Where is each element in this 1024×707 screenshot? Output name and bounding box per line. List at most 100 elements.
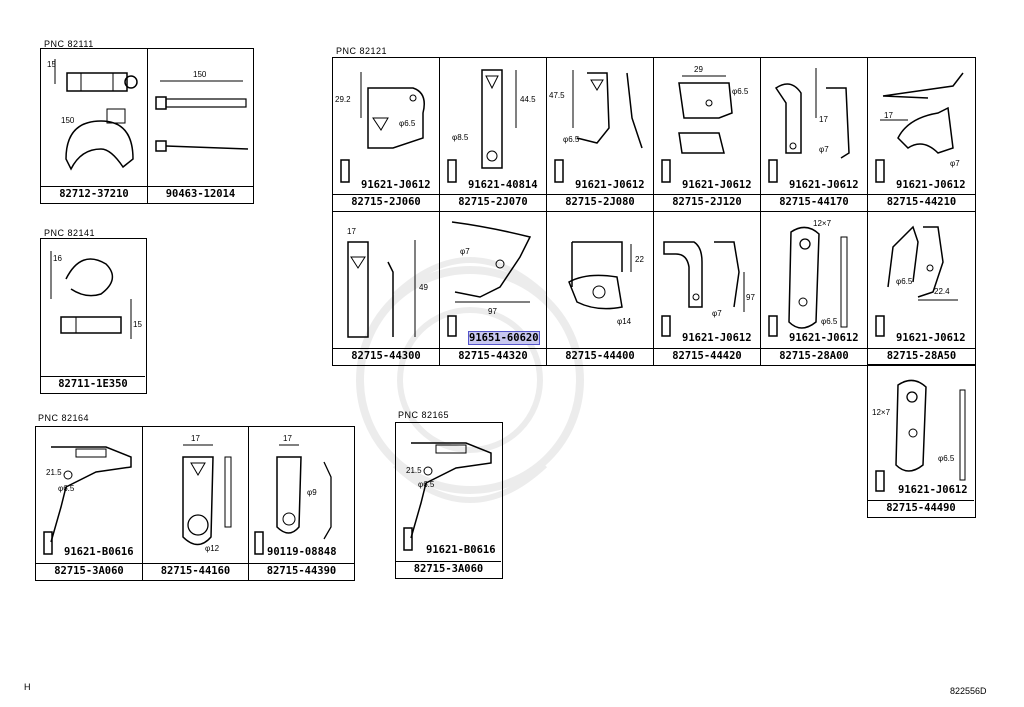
part-number: 82715-28A50 (868, 348, 975, 365)
dim-text: 150 (61, 116, 75, 125)
dim-text: 17 (283, 434, 292, 443)
bolt-number: 91621-B0616 (426, 544, 496, 556)
clip-drawing: 150 15 (47, 59, 138, 171)
part-cell[interactable]: 12×7 φ6.5 91621-J0612 82715-28A00 (761, 212, 868, 365)
part-cell[interactable]: 17 φ9 90119-08848 82715-44390 (249, 427, 354, 580)
bolt-number: 91621-J0612 (896, 179, 966, 191)
group-82164: 21.5 φ6.5 91621-B0616 82715-3A060 17 φ12… (35, 426, 355, 581)
part-cell[interactable]: 21.5 φ6.5 91621-B0616 82715-3A060 (36, 427, 143, 580)
dim-text: 29.2 (335, 95, 351, 104)
part-number: 82712-37210 (41, 186, 147, 203)
part-number: 82715-44160 (143, 563, 248, 580)
part-cell[interactable]: 17 φ7 91621-J0612 82715-44210 (868, 58, 975, 212)
dim-text: φ6.5 (563, 135, 580, 144)
dim-text: 15 (47, 60, 56, 69)
part-number: 82715-44320 (440, 348, 546, 365)
bolt-number: 91621-J0612 (898, 484, 968, 496)
part-number: 82715-3A060 (36, 563, 142, 580)
dim-text: φ6.5 (732, 87, 749, 96)
part-cell[interactable]: 16 15 82711-1E350 (41, 239, 145, 393)
dim-text: 44.5 (520, 95, 536, 104)
dim-text: φ6.5 (938, 454, 955, 463)
dim-text: 97 (746, 293, 755, 302)
part-number: 82715-44210 (868, 194, 975, 211)
bracket-drawing: 21.5 φ6.5 (403, 442, 492, 551)
dim-text: 49 (419, 283, 428, 292)
dim-text: φ9 (307, 488, 317, 497)
dim-text: 21.5 (46, 468, 62, 477)
dim-text: 150 (193, 70, 207, 79)
part-number: 82715-44170 (761, 194, 867, 211)
dim-text: 17 (347, 227, 356, 236)
part-cell[interactable]: 29 φ6.5 91621-J0612 82715-2J120 (654, 58, 761, 212)
part-number: 82715-3A060 (396, 561, 501, 578)
part-number: 82715-44390 (249, 563, 354, 580)
part-cell[interactable]: 47.5 φ6.5 91621-J0612 82715-2J080 (547, 58, 654, 212)
dim-text: 29 (694, 65, 703, 74)
pnc-label: PNC 82164 (38, 413, 90, 423)
part-number: 82715-44400 (547, 348, 653, 365)
part-number: 82715-44420 (654, 348, 760, 365)
part-cell[interactable]: φ6.5 22.4 91621-J0612 82715-28A50 (868, 212, 975, 365)
part-number: 82711-1E350 (41, 376, 145, 393)
bolt-number: 91621-J0612 (789, 332, 859, 344)
part-number: 82715-2J120 (654, 194, 760, 211)
part-number: 82715-2J060 (333, 194, 439, 211)
group-82111: 150 15 82712-37210 150 90463-12014 (40, 48, 254, 204)
bracket-drawing: 17 φ9 (254, 434, 332, 555)
pnc-label: PNC 82111 (44, 39, 94, 49)
bolt-number: 90119-08848 (267, 546, 337, 558)
part-cell[interactable]: 17 φ12 82715-44160 (143, 427, 249, 580)
part-cell[interactable]: 22 φ14 82715-44400 (547, 212, 654, 365)
dim-text: 22.4 (934, 287, 950, 296)
dim-text: φ7 (460, 247, 470, 256)
dim-text: 21.5 (406, 466, 422, 475)
group-82165: 21.5 φ6.5 91621-B0616 82715-3A060 (395, 422, 503, 579)
dim-text: 47.5 (549, 91, 565, 100)
dim-text: φ12 (205, 544, 220, 553)
bolt-number: 91621-40814 (468, 179, 538, 191)
dim-text: φ7 (712, 309, 722, 318)
pnc-label: PNC 82141 (44, 228, 96, 238)
bolt-number: 91621-J0612 (896, 332, 966, 344)
part-number: 90463-12014 (148, 186, 253, 203)
part-cell[interactable]: 150 15 82712-37210 (41, 49, 148, 203)
dim-text: 12×7 (813, 219, 832, 228)
bolt-number: 91621-J0612 (575, 179, 645, 191)
bracket-drawing: 17 φ12 (182, 434, 232, 553)
part-cell[interactable]: 21.5 φ6.5 91621-B0616 82715-3A060 (396, 423, 501, 578)
pnc-label: PNC 82121 (336, 46, 388, 56)
bolt-number: 91621-J0612 (789, 179, 859, 191)
dim-text: 22 (635, 255, 644, 264)
dim-text: 16 (53, 254, 62, 263)
part-number: 82715-2J070 (440, 194, 546, 211)
corner-right-label: 822556D (950, 686, 987, 696)
dim-text: φ6.5 (896, 277, 913, 286)
dim-text: 15 (133, 320, 142, 329)
part-cell[interactable]: 150 90463-12014 (148, 49, 253, 203)
bolt-number: 91621-J0612 (361, 179, 431, 191)
part-cell[interactable]: φ7 97 91621-J0612 82715-44420 (654, 212, 761, 365)
bolt-number: 91621-J0612 (682, 332, 752, 344)
dim-text: 17 (819, 115, 828, 124)
dim-text: 17 (884, 111, 893, 120)
part-number: 82715-28A00 (761, 348, 867, 365)
dim-text: φ6.5 (58, 484, 75, 493)
group-82141: 16 15 82711-1E350 (40, 238, 147, 394)
bolt-number: 91621-B0616 (64, 546, 134, 558)
dim-text: 17 (191, 434, 200, 443)
bolt-number: 91621-J0612 (682, 179, 752, 191)
dim-text: φ6.5 (821, 317, 838, 326)
clip-drawing: 16 15 (50, 251, 142, 339)
dim-text: φ14 (617, 317, 632, 326)
part-number: 82715-2J080 (547, 194, 653, 211)
dim-text: φ7 (950, 159, 960, 168)
